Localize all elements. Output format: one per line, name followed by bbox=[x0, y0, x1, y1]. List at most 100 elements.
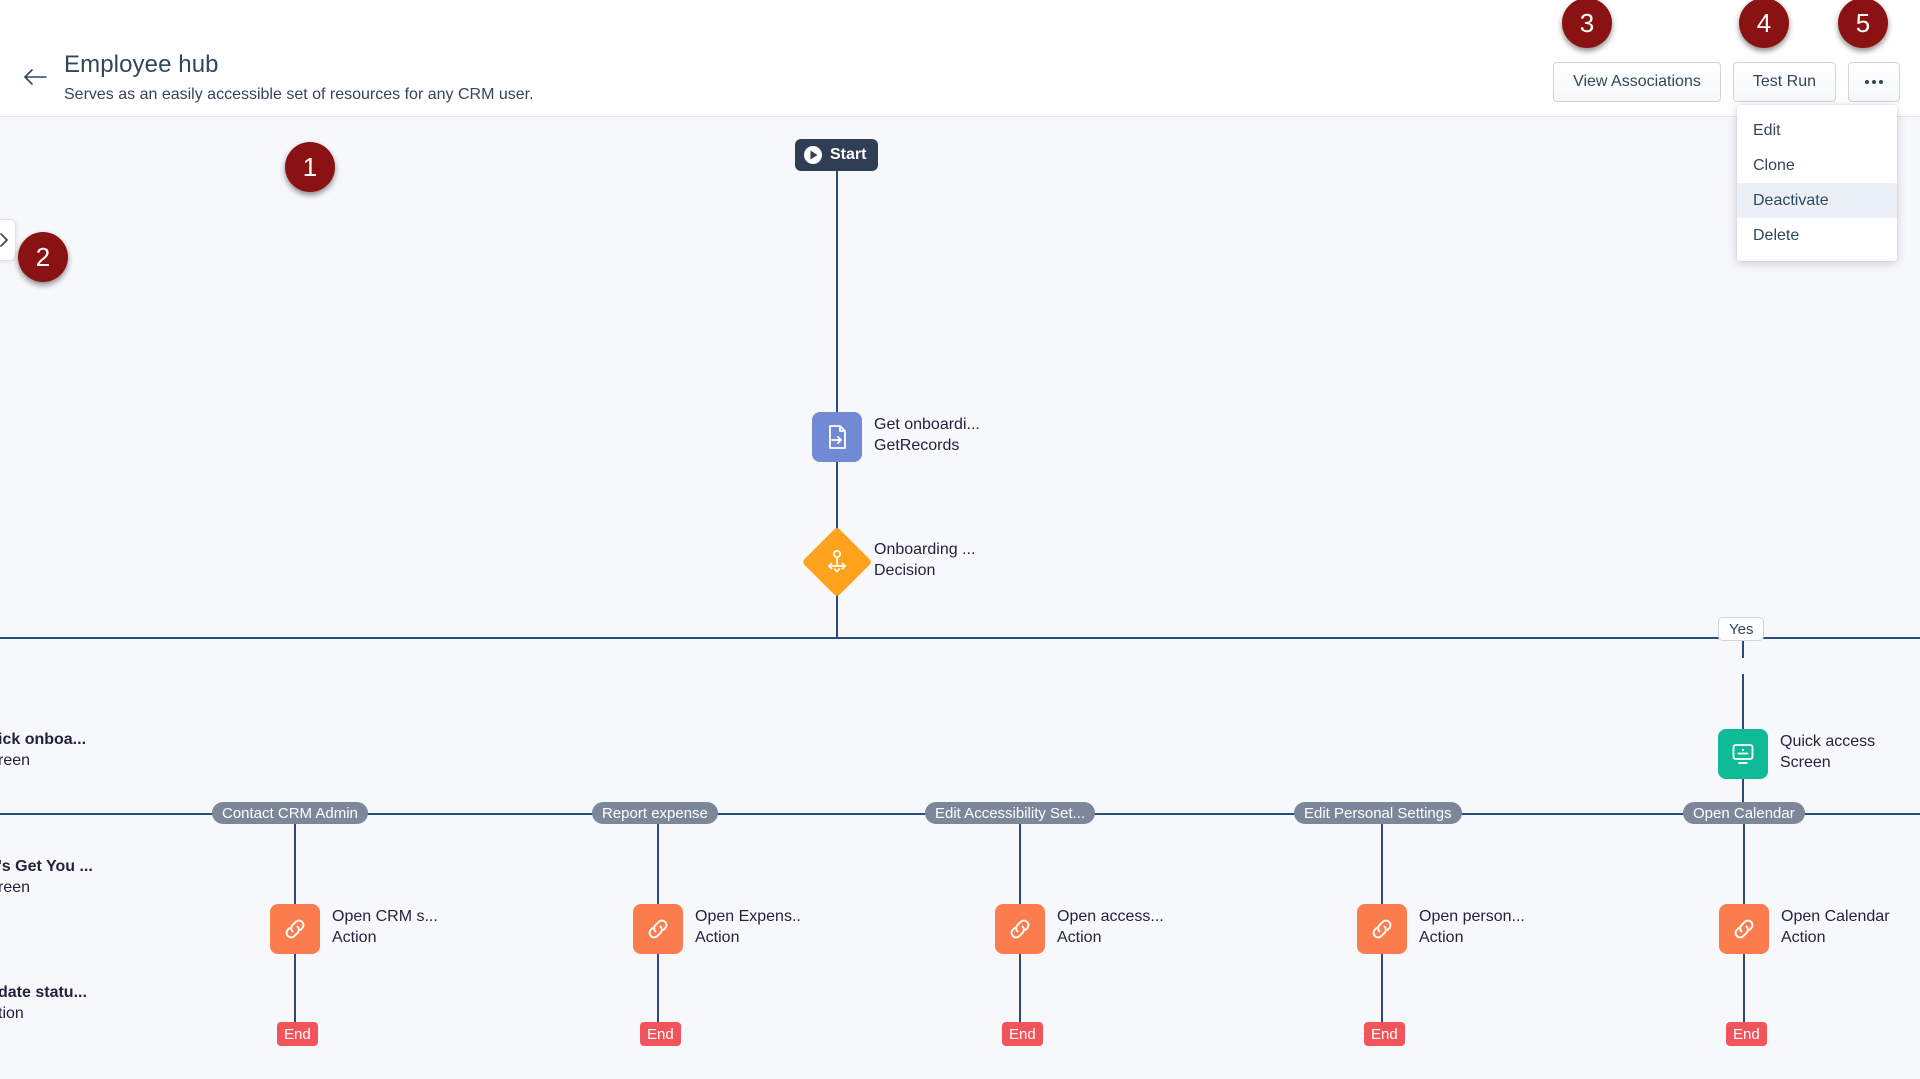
edge-branch2-to-end bbox=[657, 954, 659, 1034]
flow-canvas[interactable]: Start Get onboardi... GetRecords bbox=[0, 117, 1920, 1079]
menu-item-delete[interactable]: Delete bbox=[1753, 226, 1800, 244]
node-title: Open Expens.. bbox=[695, 908, 801, 925]
chevron-right-icon bbox=[0, 233, 8, 247]
start-node[interactable]: Start bbox=[795, 139, 879, 171]
view-associations-button[interactable]: View Associations bbox=[1553, 62, 1721, 102]
more-options-button[interactable] bbox=[1848, 62, 1900, 102]
node-subtitle: tion bbox=[0, 1005, 24, 1022]
screen-icon bbox=[1718, 729, 1768, 779]
branch-label-contact-crm-admin[interactable]: Contact CRM Admin bbox=[212, 802, 368, 824]
node-title: Open Calendar bbox=[1781, 908, 1890, 925]
node-onboarding-decision[interactable]: Onboarding ... Decision bbox=[801, 526, 975, 598]
node-title: Open CRM s... bbox=[332, 908, 438, 925]
node-label-open-accessibility: Open access... Action bbox=[1057, 906, 1164, 948]
node-title: 's Get You ... bbox=[0, 858, 93, 875]
node-label-onboarding-decision: Onboarding ... Decision bbox=[874, 539, 975, 581]
play-icon bbox=[804, 146, 822, 164]
edge-branch1-to-end bbox=[294, 954, 296, 1034]
end-node[interactable]: End bbox=[1002, 1022, 1043, 1046]
node-label-open-crm-settings: Open CRM s... Action bbox=[332, 906, 438, 948]
node-subtitle: GetRecords bbox=[874, 437, 960, 454]
branch-label-yes[interactable]: Yes bbox=[1718, 617, 1765, 641]
edge-branch1-to-action bbox=[294, 814, 296, 904]
node-get-onboarding[interactable]: Get onboardi... GetRecords bbox=[812, 412, 980, 462]
node-quick-access[interactable]: Quick access Screen bbox=[1718, 729, 1875, 779]
clipped-node-label-lets-get-you: 's Get You ... reen bbox=[0, 856, 93, 898]
node-label-open-calendar: Open Calendar Action bbox=[1781, 906, 1890, 948]
edge-start-to-getrecords bbox=[836, 169, 838, 412]
more-options-menu: Edit Clone Deactivate Delete bbox=[1737, 105, 1897, 261]
node-subtitle: Action bbox=[1781, 929, 1826, 946]
node-subtitle: Action bbox=[1057, 929, 1102, 946]
node-subtitle: reen bbox=[0, 879, 31, 896]
edge-branch3-to-end bbox=[1019, 954, 1021, 1034]
node-open-accessibility[interactable]: Open access... Action bbox=[995, 904, 1164, 954]
node-label-quick-access: Quick access Screen bbox=[1780, 731, 1875, 773]
link-icon bbox=[270, 904, 320, 954]
node-subtitle: Action bbox=[695, 929, 740, 946]
annotation-badge-5: 5 bbox=[1838, 0, 1888, 48]
header-actions: View Associations Test Run bbox=[1553, 62, 1900, 102]
page-subtitle: Serves as an easily accessible set of re… bbox=[64, 86, 534, 103]
edge-branch4-to-action bbox=[1381, 814, 1383, 904]
expand-panel-button[interactable] bbox=[0, 219, 16, 261]
node-open-personal[interactable]: Open person... Action bbox=[1357, 904, 1525, 954]
test-run-button[interactable]: Test Run bbox=[1732, 62, 1836, 102]
node-title: Onboarding ... bbox=[874, 541, 976, 558]
edge-quickaccess-down bbox=[1742, 779, 1744, 814]
edge-branch4-to-end bbox=[1381, 954, 1383, 1034]
menu-item-clone[interactable]: Clone bbox=[1753, 156, 1795, 174]
node-open-calendar[interactable]: Open Calendar Action bbox=[1719, 904, 1890, 954]
node-open-expense[interactable]: Open Expens.. Action bbox=[633, 904, 801, 954]
annotation-badge-4: 4 bbox=[1739, 0, 1789, 48]
edge-branch2-to-action bbox=[657, 814, 659, 904]
edge-branch5-to-end bbox=[1743, 954, 1745, 1034]
branch-label-edit-accessibility[interactable]: Edit Accessibility Set... bbox=[925, 802, 1096, 824]
page-header: Employee hub Serves as an easily accessi… bbox=[0, 0, 1920, 117]
page-title: Employee hub bbox=[64, 51, 219, 78]
end-node[interactable]: End bbox=[640, 1022, 681, 1046]
edge-decision-down bbox=[836, 592, 838, 638]
node-title: Quick access bbox=[1780, 733, 1876, 750]
node-title: Open person... bbox=[1419, 908, 1525, 925]
end-node[interactable]: End bbox=[1364, 1022, 1405, 1046]
edge-bus-to-yes bbox=[1742, 638, 1744, 658]
node-subtitle: Action bbox=[332, 929, 377, 946]
node-open-crm-settings[interactable]: Open CRM s... Action bbox=[270, 904, 438, 954]
document-import-icon bbox=[812, 412, 862, 462]
kebab-icon bbox=[1865, 80, 1883, 84]
annotation-badge-1: 1 bbox=[285, 142, 335, 192]
node-label-open-expense: Open Expens.. Action bbox=[695, 906, 801, 948]
clipped-node-label-update-status: date statu... tion bbox=[0, 982, 87, 1024]
link-icon bbox=[1357, 904, 1407, 954]
node-subtitle: Decision bbox=[874, 562, 936, 579]
node-title: ick onboa... bbox=[0, 731, 87, 748]
edge-branch3-to-action bbox=[1019, 814, 1021, 904]
end-node[interactable]: End bbox=[1726, 1022, 1767, 1046]
node-title: Open access... bbox=[1057, 908, 1164, 925]
title-block: Employee hub Serves as an easily accessi… bbox=[64, 50, 534, 106]
clipped-node-label-quick-onboarding: ick onboa... reen bbox=[0, 729, 86, 771]
link-icon bbox=[633, 904, 683, 954]
node-label-get-onboarding: Get onboardi... GetRecords bbox=[874, 414, 980, 456]
menu-item-deactivate[interactable]: Deactivate bbox=[1737, 183, 1897, 218]
node-subtitle: Screen bbox=[1780, 754, 1831, 771]
link-icon bbox=[995, 904, 1045, 954]
end-node[interactable]: End bbox=[277, 1022, 318, 1046]
node-subtitle: Action bbox=[1419, 929, 1464, 946]
link-icon bbox=[1719, 904, 1769, 954]
branch-label-report-expense[interactable]: Report expense bbox=[592, 802, 718, 824]
node-subtitle: reen bbox=[0, 752, 31, 769]
decision-branch-icon bbox=[801, 526, 873, 598]
back-arrow-icon[interactable] bbox=[20, 62, 50, 92]
branch-label-open-calendar[interactable]: Open Calendar bbox=[1683, 802, 1805, 824]
start-node-label: Start bbox=[830, 146, 867, 163]
branch-label-edit-personal-settings[interactable]: Edit Personal Settings bbox=[1294, 802, 1462, 824]
edge-getrecords-to-decision bbox=[836, 462, 838, 533]
annotation-badge-2: 2 bbox=[18, 232, 68, 282]
menu-item-edit[interactable]: Edit bbox=[1753, 121, 1781, 139]
edge-decision-bus bbox=[0, 637, 1920, 639]
node-title: Get onboardi... bbox=[874, 416, 980, 433]
edge-yes-to-quickaccess bbox=[1742, 674, 1744, 729]
node-title: date statu... bbox=[0, 984, 87, 1001]
